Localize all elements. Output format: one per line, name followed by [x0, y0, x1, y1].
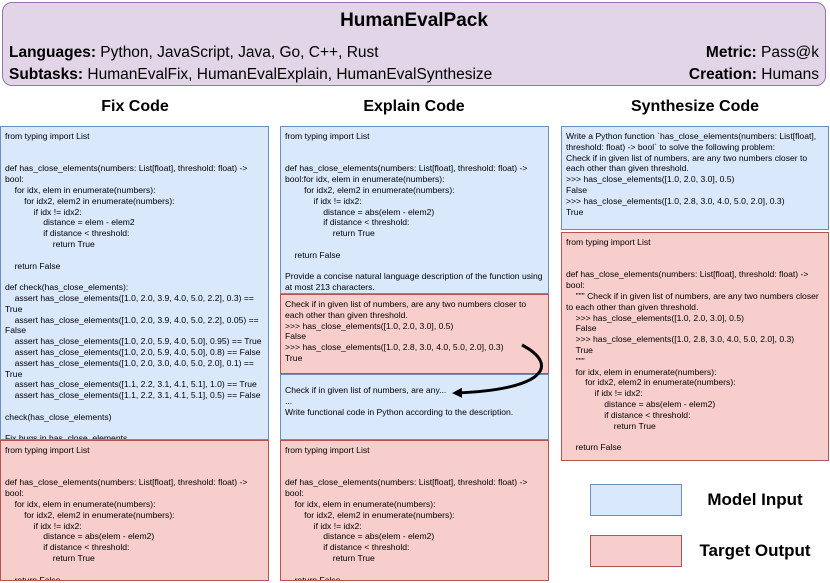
legend-input-label: Model Input — [707, 490, 803, 509]
header-panel: HumanEvalPack Languages: Python, JavaScr… — [2, 2, 826, 86]
legend-output-label: Target Output — [699, 541, 811, 560]
explain-synthesis-input-box: Check if in given list of numbers, are a… — [280, 374, 549, 440]
metric-label: Metric: — [705, 44, 757, 61]
metric-value: Pass@k — [761, 44, 819, 61]
explain-output-box: Check if in given list of numbers, are a… — [280, 294, 549, 374]
fix-output-text: from typing import List def has_close_el… — [5, 445, 248, 581]
legend-input-swatch — [590, 484, 682, 516]
creation-value: Humans — [761, 66, 819, 83]
subtasks-row: Subtasks: HumanEvalFix, HumanEvalExplain… — [9, 66, 492, 84]
explain-input-text: from typing import List def has_close_el… — [285, 131, 543, 293]
explain-synthesis-input-text: Check if in given list of numbers, are a… — [285, 385, 514, 417]
fix-input-text: from typing import List def has_close_el… — [5, 131, 262, 440]
fix-code-title: Fix Code — [101, 98, 169, 115]
creation-row: Creation: Humans — [689, 66, 819, 84]
explain-synthesis-output-text: from typing import List def has_close_el… — [285, 445, 528, 581]
subtasks-label: Subtasks: — [9, 66, 84, 83]
explain-input-box: from typing import List def has_close_el… — [280, 126, 549, 294]
synthesize-input-text: Write a Python function `has_close_eleme… — [566, 131, 817, 217]
header-title: HumanEvalPack — [340, 10, 488, 31]
languages-value: Python, JavaScript, Java, Go, C++, Rust — [100, 44, 379, 61]
languages-row: Languages: Python, JavaScript, Java, Go,… — [9, 44, 379, 62]
explain-synthesis-output-box: from typing import List def has_close_el… — [280, 440, 549, 581]
synthesize-input-box: Write a Python function `has_close_eleme… — [561, 126, 829, 230]
legend-output-swatch — [590, 535, 682, 567]
synthesize-output-box: from typing import List def has_close_el… — [561, 232, 829, 461]
creation-label: Creation: — [688, 66, 757, 83]
fix-output-box: from typing import List def has_close_el… — [0, 440, 269, 581]
languages-label: Languages: — [9, 44, 96, 61]
fix-input-box: from typing import List def has_close_el… — [0, 126, 269, 440]
metric-row: Metric: Pass@k — [706, 44, 819, 62]
explain-code-title: Explain Code — [363, 98, 465, 115]
synthesize-code-title: Synthesize Code — [630, 98, 760, 115]
explain-output-text: Check if in given list of numbers, are a… — [285, 299, 527, 363]
subtasks-value: HumanEvalFix, HumanEvalExplain, HumanEva… — [87, 66, 493, 83]
synthesize-output-text: from typing import List def has_close_el… — [566, 237, 819, 453]
